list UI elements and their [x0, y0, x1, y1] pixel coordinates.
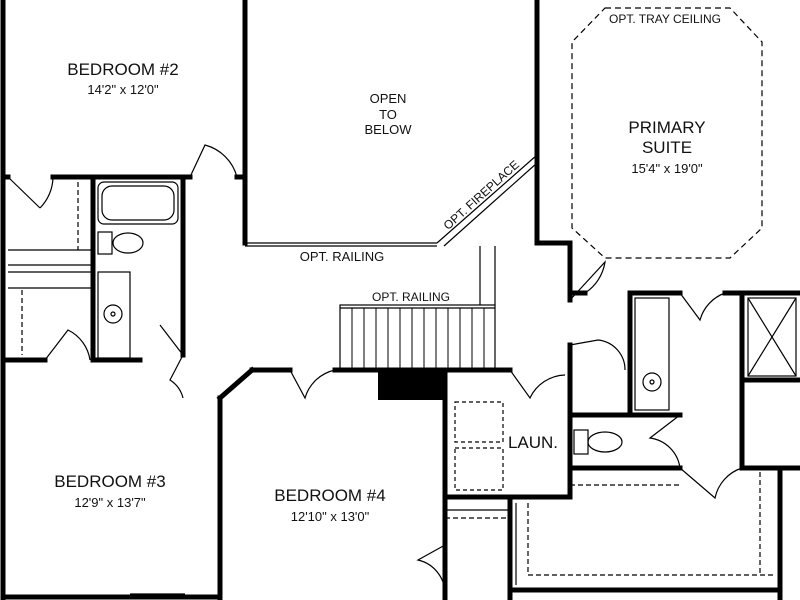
open-below-line1: OPEN	[370, 91, 407, 106]
bedroom3-name: BEDROOM #3	[54, 472, 165, 491]
bedroom3-size: 12'9" x 13'7"	[74, 495, 146, 510]
bedroom4-name: BEDROOM #4	[274, 486, 385, 505]
primary-suite-size: 15'4" x 19'0"	[631, 161, 703, 176]
primary-suite-name-2: SUITE	[642, 138, 692, 157]
fireplace-label: OPT. FIREPLACE	[441, 157, 522, 232]
open-below-line3: BELOW	[365, 122, 413, 137]
thin-details	[7, 7, 797, 598]
bedroom2-size: 14'2" x 12'0"	[87, 82, 159, 97]
laundry-label: LAUN.	[508, 433, 558, 452]
chimney-block	[378, 370, 443, 400]
tray-ceiling-label: OPT. TRAY CEILING	[609, 12, 721, 26]
bedroom4-size: 12'10" x 13'0"	[291, 509, 370, 524]
railing-upper-label: OPT. RAILING	[300, 249, 385, 264]
railing-stair-label: OPT. RAILING	[372, 290, 450, 304]
open-below-line2: TO	[379, 107, 397, 122]
bedroom2-name: BEDROOM #2	[67, 60, 178, 79]
primary-suite-name-1: PRIMARY	[628, 118, 705, 137]
